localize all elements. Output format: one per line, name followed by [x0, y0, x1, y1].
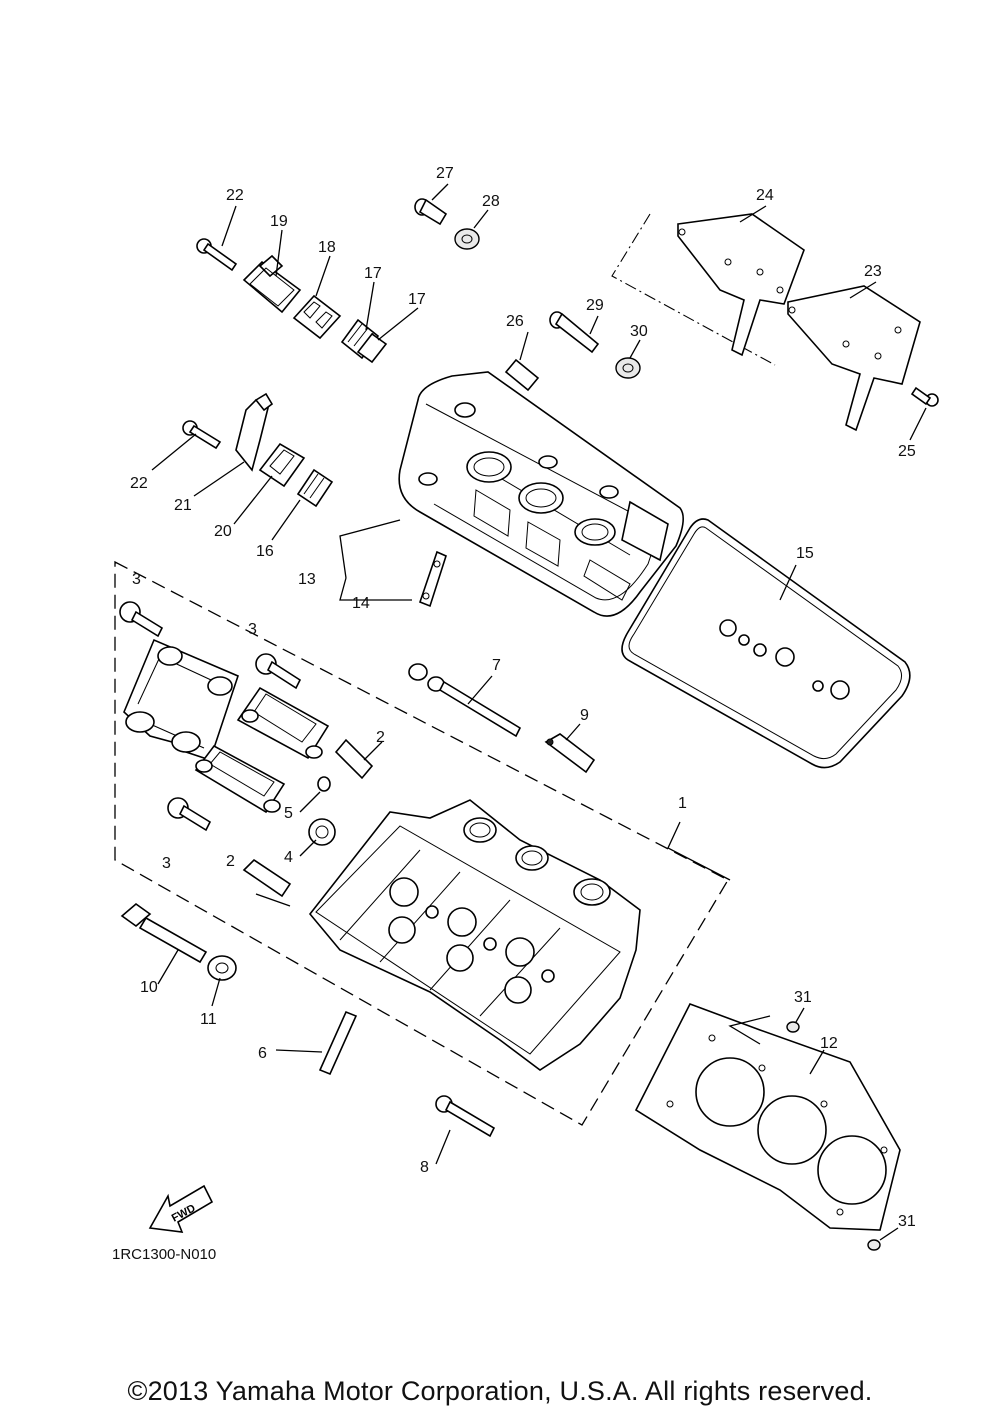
bolt-22b: [182, 420, 222, 450]
callout-17: 17: [364, 265, 382, 282]
dowel-26: [504, 358, 540, 392]
callout-16: 16: [256, 543, 274, 560]
breather-plate-18: [292, 294, 342, 340]
camshaft-cap-mid: [236, 686, 330, 760]
plug-5: [317, 776, 331, 792]
forward-arrow-icon: FWD: [148, 1184, 214, 1233]
callout-21: 21: [174, 497, 192, 514]
callout-19: 19: [270, 213, 288, 230]
callout-3: 3: [248, 621, 257, 638]
callout-17: 17: [408, 291, 426, 308]
callout-6: 6: [258, 1045, 267, 1062]
callout-23: 23: [864, 263, 882, 280]
callout-30: 30: [630, 323, 648, 340]
callout-12: 12: [820, 1035, 838, 1052]
cylinder-head-gasket: [634, 1003, 901, 1231]
callout-18: 18: [318, 239, 336, 256]
callout-24: 24: [756, 187, 774, 204]
callout-25: 25: [898, 443, 916, 460]
valve-seal-11: [207, 955, 237, 981]
copyright-notice: ©2013 Yamaha Motor Corporation, U.S.A. A…: [127, 1376, 873, 1406]
camshaft-cap-low: [194, 744, 286, 814]
grommet-28: [454, 228, 480, 250]
dowel-31b: [867, 1239, 881, 1251]
cap-bolt-3c: [167, 797, 212, 832]
bolt-8: [435, 1095, 496, 1138]
callout-9: 9: [580, 707, 589, 724]
cylinder-head-group-frame: [114, 560, 731, 1126]
callout-13: 13: [298, 571, 316, 588]
stud-6: [318, 1010, 358, 1076]
breather-cap-19: [242, 254, 302, 314]
callout-31: 31: [794, 989, 812, 1006]
head-cover-gasket: [621, 518, 911, 769]
callout-7: 7: [492, 657, 501, 674]
callout-11: 11: [200, 1011, 217, 1028]
callout-10: 10: [140, 979, 158, 996]
callout-31: 31: [898, 1213, 916, 1230]
leader-lines: [151, 183, 927, 1241]
reed-valve-16: [296, 468, 334, 508]
reed-valve-17b: [356, 332, 388, 364]
bolt-29: [549, 311, 600, 354]
callout-4: 4: [284, 849, 293, 866]
spark-plug-hole-9: [544, 733, 596, 774]
bolt-25: [910, 386, 939, 407]
callout-1: 1: [678, 795, 687, 812]
stud-bolt-7: [408, 663, 522, 738]
callout-22: 22: [130, 475, 148, 492]
gasket-locator-line: [611, 213, 776, 366]
dowel-pin-2a: [334, 738, 374, 780]
callout-labels: 1 2 2 3 3 3 4 5 6 7 8 9 10 11 12 13 14 1…: [130, 165, 916, 1230]
callout-3: 3: [132, 571, 141, 588]
callout-5: 5: [284, 805, 293, 822]
callout-27: 27: [436, 165, 454, 182]
callout-3: 3: [162, 855, 171, 872]
diagram-code: 1RC1300-N010: [112, 1246, 217, 1263]
callout-15: 15: [796, 545, 814, 562]
breather-plate-20: [258, 442, 306, 488]
bolt-27: [414, 198, 448, 226]
cylinder-head: [308, 799, 641, 1071]
callout-2: 2: [226, 853, 235, 870]
dowel-31a: [786, 1021, 800, 1033]
grommet-30: [615, 357, 641, 379]
cover-gasket-plate-24: [677, 213, 805, 357]
plug-4: [308, 818, 336, 846]
callout-28: 28: [482, 193, 500, 210]
callout-20: 20: [214, 523, 232, 540]
callout-14: 14: [352, 595, 370, 612]
dowel-pin-2b: [242, 858, 292, 898]
cap-bolt-3a: [119, 601, 164, 638]
reed-valve-17a: [340, 318, 380, 360]
callout-29: 29: [586, 297, 604, 314]
callout-8: 8: [420, 1159, 429, 1176]
cap-bolt-3b: [255, 653, 302, 690]
callout-2: 2: [376, 729, 385, 746]
camshaft-cap-large: [123, 638, 239, 762]
bolt-22a: [196, 238, 238, 272]
cylinder-head-cover: [398, 371, 684, 617]
breather-cap-21: [235, 392, 274, 472]
valve-10: [120, 902, 208, 964]
callout-22: 22: [226, 187, 244, 204]
callout-26: 26: [506, 313, 524, 330]
cover-gasket-plate-23: [787, 285, 921, 432]
